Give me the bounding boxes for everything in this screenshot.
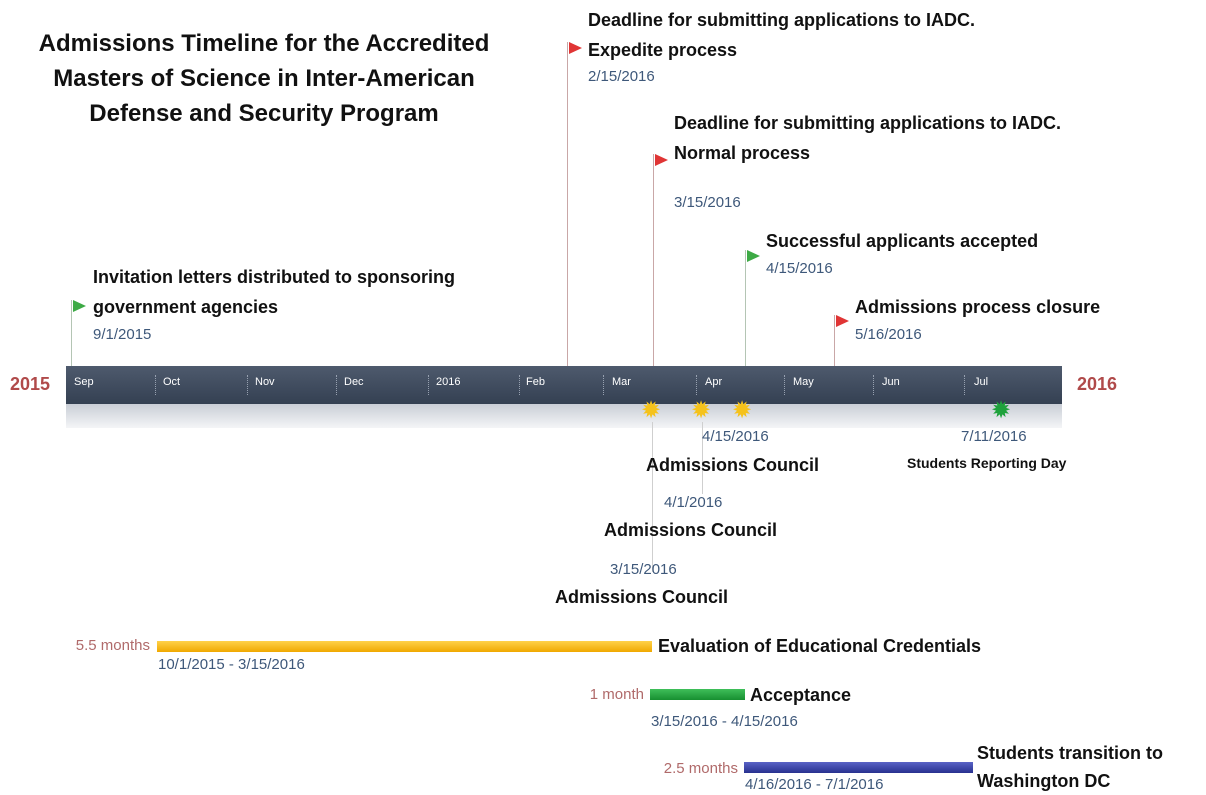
month-label: Jul bbox=[974, 376, 989, 388]
month-separator bbox=[428, 375, 429, 395]
red-flag-icon bbox=[569, 42, 582, 54]
council-date: 4/15/2016 bbox=[702, 428, 769, 445]
council-date: 3/15/2016 bbox=[610, 561, 677, 578]
milestone-pole bbox=[745, 250, 746, 366]
month-label: Oct bbox=[163, 376, 181, 388]
month-separator bbox=[336, 375, 337, 395]
timeline-shadow bbox=[66, 404, 1062, 428]
month-separator bbox=[247, 375, 248, 395]
month-separator bbox=[696, 375, 697, 395]
month-separator bbox=[519, 375, 520, 395]
council-label: Admissions Council bbox=[646, 455, 820, 475]
reporting-label: Students Reporting Day bbox=[907, 455, 1067, 471]
month-separator bbox=[784, 375, 785, 395]
milestone-pole bbox=[653, 154, 654, 366]
month-label: Mar bbox=[612, 376, 631, 388]
star-icon: ✹ bbox=[691, 397, 712, 424]
reporting-date: 7/11/2016 bbox=[961, 428, 1027, 445]
milestone-title: Invitation letters distributed to sponso… bbox=[93, 267, 456, 317]
star-icon: ✹ bbox=[991, 397, 1012, 424]
star-icon: ✹ bbox=[641, 397, 662, 424]
month-label: Dec bbox=[344, 376, 364, 388]
month-label: Feb bbox=[526, 376, 545, 388]
council-connector-line bbox=[702, 422, 703, 494]
month-label: 2016 bbox=[436, 376, 461, 388]
month-separator bbox=[603, 375, 604, 395]
phase-duration: 2.5 months bbox=[663, 760, 738, 777]
milestone-date: 4/15/2016 bbox=[766, 260, 833, 277]
phase-label: Evaluation of Educational Credentials bbox=[658, 636, 982, 656]
page-title: Admissions Timeline for the Accredited M… bbox=[38, 30, 490, 127]
phase-range: 10/1/2015 - 3/15/2016 bbox=[158, 656, 305, 673]
phase-range: 4/16/2016 - 7/1/2016 bbox=[745, 776, 884, 793]
milestone-title: Admissions process closure bbox=[855, 297, 1101, 317]
milestone-title: Deadline for submitting applications to … bbox=[674, 113, 1062, 163]
phase-bar bbox=[157, 641, 652, 652]
phase-bar bbox=[744, 762, 973, 773]
phase-label: Students transition to Washington DC bbox=[977, 743, 1163, 791]
phase-bar bbox=[650, 689, 745, 700]
month-separator bbox=[155, 375, 156, 395]
green-flag-icon bbox=[747, 250, 760, 262]
month-label: Apr bbox=[705, 376, 723, 388]
milestone-date: 3/15/2016 bbox=[674, 194, 741, 211]
council-date: 4/1/2016 bbox=[664, 494, 723, 511]
phase-duration: 5.5 months bbox=[75, 637, 150, 654]
red-flag-icon bbox=[655, 154, 668, 166]
timeline-band: Sep Oct Nov Dec 2016 Feb Mar Apr May Jun… bbox=[66, 366, 1062, 404]
phase-label: Acceptance bbox=[750, 685, 852, 705]
red-flag-icon bbox=[836, 315, 849, 327]
end-year-label: 2016 bbox=[1077, 374, 1118, 394]
milestone-pole bbox=[567, 42, 568, 366]
milestone-date: 9/1/2015 bbox=[93, 326, 152, 343]
milestone-date: 2/15/2016 bbox=[588, 68, 655, 85]
council-label: Admissions Council bbox=[555, 587, 729, 607]
month-label: Sep bbox=[74, 376, 94, 388]
month-label: May bbox=[793, 376, 814, 388]
month-label: Jun bbox=[882, 376, 900, 388]
council-connector-line bbox=[652, 422, 653, 572]
green-flag-icon bbox=[73, 300, 86, 312]
council-label: Admissions Council bbox=[604, 520, 778, 540]
milestone-pole bbox=[834, 315, 835, 366]
start-year-label: 2015 bbox=[10, 374, 51, 394]
star-icon: ✹ bbox=[732, 397, 753, 424]
month-label: Nov bbox=[255, 376, 275, 388]
milestone-date: 5/16/2016 bbox=[855, 326, 922, 343]
phase-range: 3/15/2016 - 4/15/2016 bbox=[651, 713, 798, 730]
milestone-title: Deadline for submitting applications to … bbox=[588, 10, 976, 60]
month-separator bbox=[873, 375, 874, 395]
month-separator bbox=[964, 375, 965, 395]
phase-duration: 1 month bbox=[589, 686, 644, 703]
milestone-title: Successful applicants accepted bbox=[766, 231, 1039, 251]
milestone-pole bbox=[71, 300, 72, 366]
